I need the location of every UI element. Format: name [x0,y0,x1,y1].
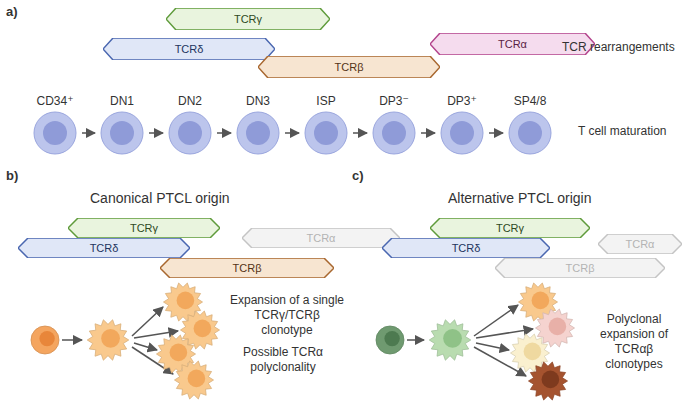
maturation-cell: DN1 [97,92,147,156]
precursor-cell [376,326,404,354]
maturation-arrow [489,132,503,134]
stage-label: CD34⁺ [30,92,80,110]
tcr-label: TCRγ [430,218,590,238]
tcr-hexagon: TCRβ [160,258,334,278]
tcr-hexagon: TCRγ [166,8,330,30]
stage-label: SP4/8 [505,92,555,110]
panel-letter: c) [352,168,364,184]
stage-label: DP3⁺ [437,92,487,110]
tcr-label: TCRδ [18,238,190,258]
annotation-text: TCR rearrangements [562,40,675,55]
cell-circle [369,110,419,156]
tcr-hexagon: TCRα [242,228,400,248]
tcr-hexagon: TCRδ [382,238,550,258]
tcr-hexagon: TCRγ [430,218,590,238]
maturation-arrow [353,132,367,134]
stage-label: DN1 [97,92,147,110]
stage-label: DP3⁻ [369,92,419,110]
activated-cell [429,320,470,360]
clone-cell [174,361,213,399]
maturation-cell: DN2 [165,92,215,156]
panel-letter: a) [6,4,18,20]
clone-cell [528,362,567,400]
cell-circle [437,110,487,156]
tcr-label: TCRδ [103,38,275,60]
tcr-label: TCRγ [166,8,330,30]
annotation-text: Polyclonal expansion of TCRαβ clonotypes [588,312,680,372]
cell-circle [233,110,283,156]
tcr-hexagon: TCRβ [258,56,440,78]
maturation-arrow [217,132,231,134]
maturation-arrow [149,132,163,134]
tcr-hexagon: TCRα [598,234,682,254]
annotation-text: Alternative PTCL origin [448,190,591,208]
cell-circle [505,110,555,156]
maturation-cell: SP4/8 [505,92,555,156]
stage-label: DN2 [165,92,215,110]
tcr-hexagon: TCRδ [103,38,275,60]
tcr-label: TCRβ [258,56,440,78]
cell-circle [165,110,215,156]
tcr-hexagon: TCRβ [495,258,665,278]
cell-circle [97,110,147,156]
maturation-cell: CD34⁺ [30,92,80,156]
cell-circle [301,110,351,156]
maturation-cell: ISP [301,92,351,156]
tcr-hexagon: TCRγ [68,218,220,238]
maturation-arrow [285,132,299,134]
activated-cell [87,320,128,360]
tcr-label: TCRα [598,234,682,254]
cell-circle [30,110,80,156]
tcr-label: TCRγ [68,218,220,238]
maturation-arrow [421,132,435,134]
annotation-text: Expansion of a single TCRγ/TCRβ clonotyp… [228,293,346,338]
annotation-text: Canonical PTCL origin [90,190,230,208]
maturation-arrow [82,132,95,134]
tcr-hexagon: TCRδ [18,238,190,258]
precursor-cell [31,326,59,354]
maturation-cell: DP3⁻ [369,92,419,156]
annotation-text: T cell maturation [578,124,666,139]
maturation-cell: DP3⁺ [437,92,487,156]
stage-label: ISP [301,92,351,110]
tcr-label: TCRβ [495,258,665,278]
tcr-label: TCRβ [160,258,334,278]
tcr-label: TCRα [242,228,400,248]
stage-label: DN3 [233,92,283,110]
maturation-cell: DN3 [233,92,283,156]
annotation-text: Possible TCRα polyclonality [228,345,338,375]
tcr-label: TCRδ [382,238,550,258]
panel-letter: b) [6,168,18,184]
